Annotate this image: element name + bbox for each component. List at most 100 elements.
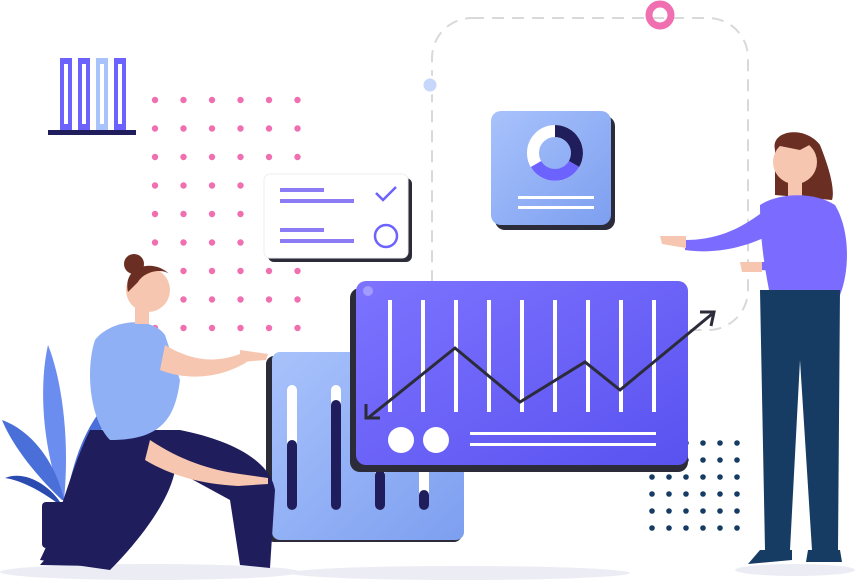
- pink-dot: [265, 324, 273, 332]
- pink-dot: [294, 153, 301, 161]
- pink-dot: [151, 182, 159, 189]
- navy-dot: [666, 508, 672, 514]
- pink-dot: [151, 125, 159, 132]
- bar-fill: [331, 400, 341, 510]
- pink-dot: [208, 125, 216, 132]
- grid-bar: [619, 300, 623, 412]
- navy-dot: [683, 508, 689, 514]
- pink-dot: [151, 210, 159, 218]
- pink-dot: [208, 267, 216, 275]
- navy-dot: [717, 491, 723, 497]
- pink-dot: [180, 239, 187, 246]
- pink-dot: [208, 239, 216, 246]
- pink-dot: [294, 324, 301, 332]
- pink-dot: [265, 96, 273, 104]
- pink-dot: [237, 324, 244, 332]
- person-standing: [660, 132, 847, 564]
- navy-dot: [734, 508, 740, 514]
- pink-dot-grid: [151, 96, 301, 332]
- navy-dot: [700, 508, 706, 514]
- pink-dot: [237, 239, 244, 246]
- pink-dot: [208, 182, 216, 189]
- pink-dot: [180, 96, 187, 104]
- pink-dot: [294, 125, 301, 132]
- navy-dot: [734, 440, 740, 446]
- pink-dot: [294, 296, 301, 303]
- grid-bar: [388, 300, 392, 412]
- floor-shadow-left: [0, 564, 300, 580]
- grid-bar: [454, 300, 458, 412]
- check-icon: [375, 186, 397, 202]
- navy-dot: [734, 525, 740, 531]
- grid-bar: [553, 300, 557, 412]
- navy-dot: [700, 440, 706, 446]
- navy-dot: [717, 508, 723, 514]
- pink-dot: [265, 125, 273, 132]
- small-blue-circle-icon: [420, 75, 440, 95]
- grid-bar: [520, 300, 524, 412]
- arrow-head-right: [700, 310, 716, 327]
- pink-dot: [237, 296, 244, 303]
- pink-dot: [265, 267, 273, 275]
- pink-dot: [151, 239, 159, 246]
- pink-dot: [180, 153, 187, 161]
- navy-dot: [700, 474, 706, 480]
- navy-dot: [734, 491, 740, 497]
- navy-dot: [734, 457, 740, 463]
- pink-dot: [180, 324, 187, 332]
- navy-dot: [717, 457, 723, 463]
- pink-dot: [265, 153, 273, 161]
- pink-dot: [180, 182, 187, 189]
- navy-dot: [700, 491, 706, 497]
- navy-dot: [666, 525, 672, 531]
- floor-shadow-right: [735, 564, 855, 576]
- navy-dot: [666, 491, 672, 497]
- bar-fill: [287, 440, 297, 510]
- pink-dot: [180, 125, 187, 132]
- navy-dot: [649, 508, 655, 514]
- pink-dot: [208, 96, 216, 104]
- pink-dot: [294, 267, 301, 275]
- pink-dot: [237, 96, 244, 104]
- navy-dot: [683, 474, 689, 480]
- pink-dot: [208, 296, 216, 303]
- pink-dot: [237, 153, 244, 161]
- pink-dot: [237, 182, 244, 189]
- navy-dot: [683, 525, 689, 531]
- navy-dot: [717, 474, 723, 480]
- navy-dot: [649, 525, 655, 531]
- donut-chart-card: [491, 111, 615, 230]
- pink-dot: [208, 153, 216, 161]
- pink-ring-icon: [645, 0, 675, 30]
- pink-dot: [294, 96, 301, 104]
- pink-dot: [237, 210, 244, 218]
- pink-dot: [237, 267, 244, 275]
- navy-dot: [666, 474, 672, 480]
- grid-bar: [652, 300, 656, 412]
- pink-dot: [180, 210, 187, 218]
- checklist-card: [263, 173, 412, 262]
- floor-shadow-center: [290, 566, 630, 580]
- trend-line: [367, 312, 713, 420]
- navy-dot: [649, 474, 655, 480]
- bar-fill: [375, 470, 385, 510]
- pink-dot: [237, 125, 244, 132]
- arrow-head-left: [364, 404, 380, 420]
- grid-bar: [586, 300, 590, 412]
- pink-dot: [180, 296, 187, 303]
- grid-bar: [421, 300, 425, 412]
- navy-dot: [717, 440, 723, 446]
- navy-dot: [700, 525, 706, 531]
- pink-dot: [151, 153, 159, 161]
- pink-dot: [208, 324, 216, 332]
- bar-chart-icon: [48, 58, 136, 135]
- navy-dot: [683, 491, 689, 497]
- pink-dot: [265, 296, 273, 303]
- grid-bar: [487, 300, 491, 412]
- navy-dot: [734, 474, 740, 480]
- pink-dot: [208, 210, 216, 218]
- navy-dot: [700, 457, 706, 463]
- bar-fill: [419, 490, 429, 510]
- line-chart-card: [350, 281, 716, 472]
